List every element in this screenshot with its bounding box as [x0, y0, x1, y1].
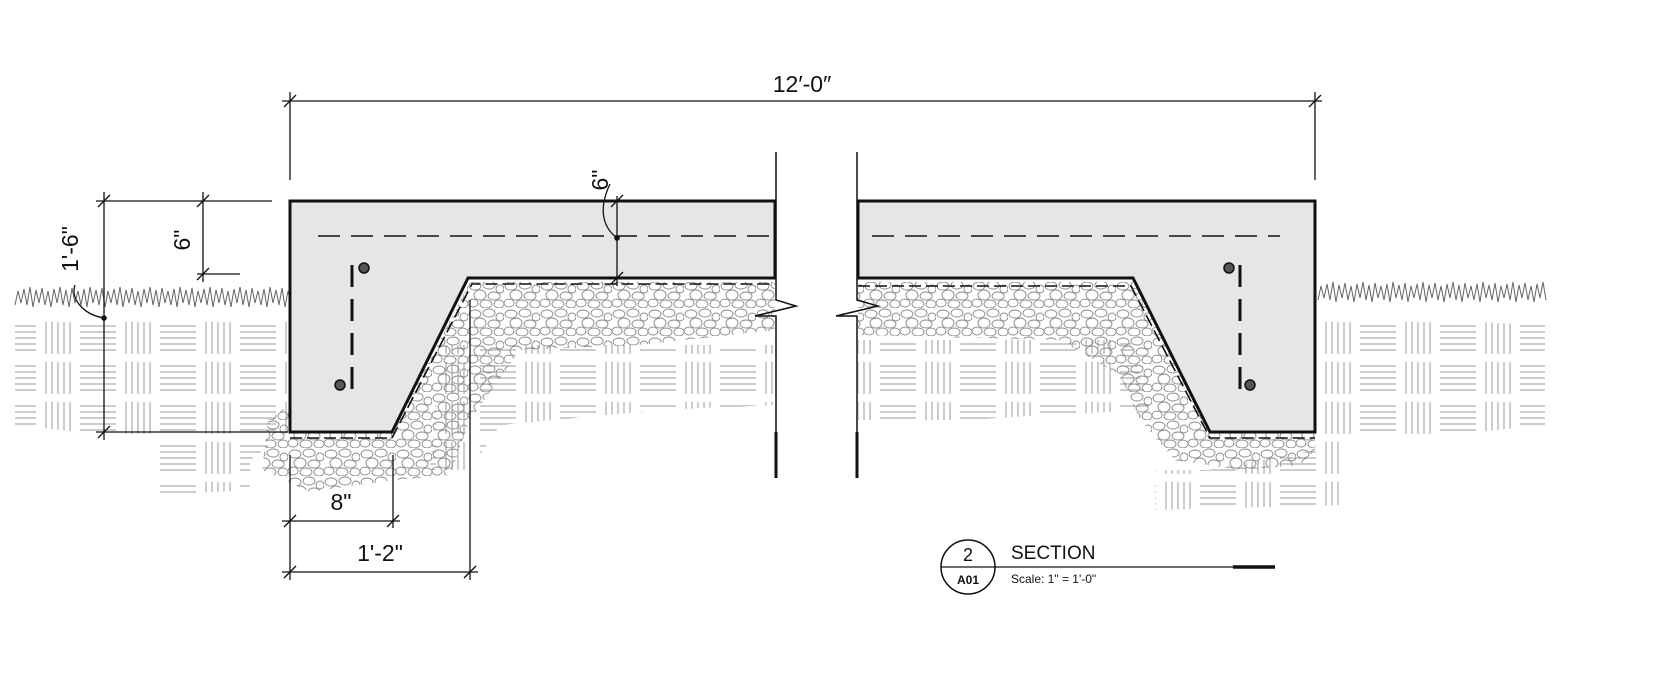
- detail-title-block: 2 A01 SECTION Scale: 1" = 1'-0": [940, 539, 1275, 595]
- vapor-barrier: [290, 283, 1315, 439]
- rebar-dot: [358, 262, 370, 274]
- detail-title: SECTION: [1011, 543, 1095, 564]
- detail-scale: Scale: 1" = 1'-0": [1011, 572, 1096, 586]
- break-lines: [754, 152, 881, 478]
- sheet-number: A01: [957, 573, 979, 587]
- detail-number: 2: [963, 545, 973, 565]
- rebar-dot: [1223, 262, 1235, 274]
- soil-hatch: [15, 315, 1545, 510]
- leader-dot: [101, 315, 107, 321]
- reinforcement: [318, 235, 1280, 400]
- dim-slope-width: 1'-2": [357, 540, 403, 566]
- concrete-footing: [288, 199, 1317, 434]
- dim-slab-thickness-left: 6": [169, 230, 195, 251]
- grass-line: [14, 281, 1547, 308]
- rebar-dot: [334, 379, 346, 391]
- gravel-base: [262, 282, 1315, 492]
- dimension-lines: [73, 92, 1322, 580]
- dim-total-depth: 1'-6": [57, 226, 83, 272]
- dim-overall-width: 12′-0″: [773, 71, 832, 97]
- dim-bottom-width: 8": [331, 489, 352, 515]
- leader-dot: [614, 235, 620, 241]
- rebar-dot: [1244, 379, 1256, 391]
- dim-slab-thickness-center: 6": [587, 170, 613, 191]
